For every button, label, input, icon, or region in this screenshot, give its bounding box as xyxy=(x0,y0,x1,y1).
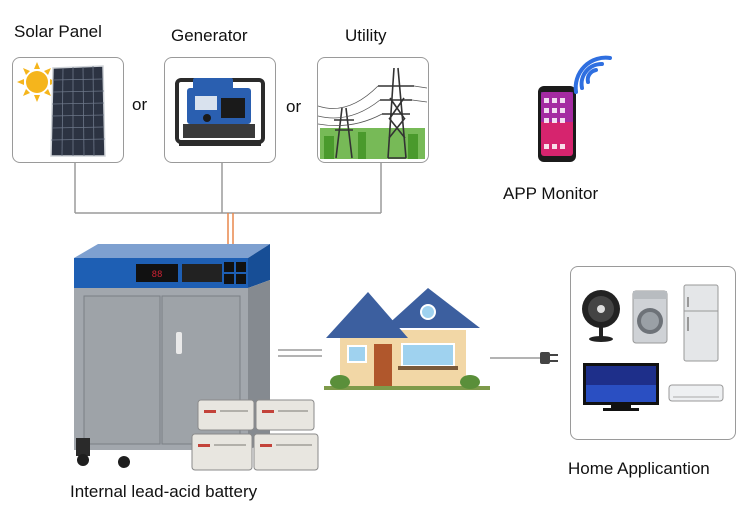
television-icon xyxy=(583,363,659,411)
home-appliances-label: Home Applicantion xyxy=(568,459,710,478)
svg-text:88: 88 xyxy=(152,270,163,280)
refrigerator-icon xyxy=(683,284,719,362)
or-label-2: or xyxy=(286,97,302,116)
fan-icon xyxy=(582,290,620,342)
lead-acid-batteries xyxy=(191,399,319,471)
app-monitor-label: APP Monitor xyxy=(503,184,599,203)
plug-icon xyxy=(540,352,558,364)
air-conditioner-icon xyxy=(668,384,724,402)
home-appliances-box xyxy=(570,266,736,440)
utility-label: Utility xyxy=(345,26,387,45)
or-label-1: or xyxy=(132,95,148,114)
utility-box xyxy=(317,57,429,163)
generator-box xyxy=(164,57,276,163)
solar-panel-icon xyxy=(17,62,106,157)
generator-icon xyxy=(175,78,265,146)
house-icon xyxy=(324,288,490,390)
wifi-icon xyxy=(573,55,612,94)
washing-machine-icon xyxy=(632,290,668,344)
smartphone-icon xyxy=(538,55,612,162)
generator-label: Generator xyxy=(171,26,248,45)
utility-tower-icon xyxy=(318,67,427,159)
appliances-icons xyxy=(582,284,724,411)
battery-label: Internal lead-acid battery xyxy=(70,482,258,501)
solar-panel-label: Solar Panel xyxy=(14,22,102,41)
solar-panel-box xyxy=(12,57,124,163)
